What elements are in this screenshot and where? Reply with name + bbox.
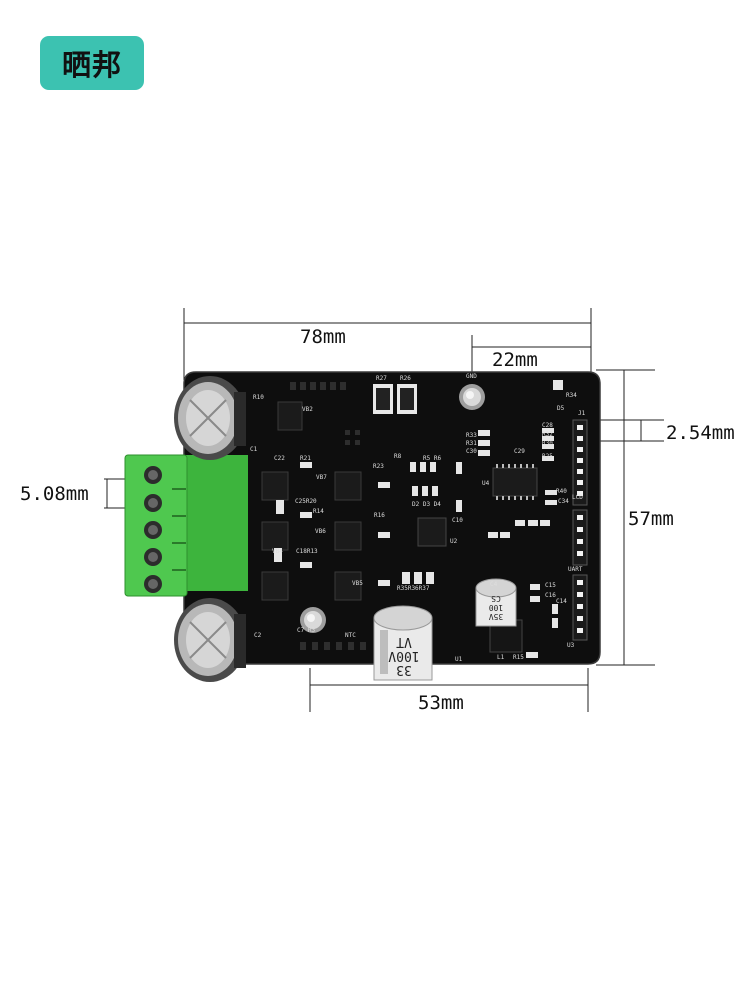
silk-r31: R31	[466, 440, 477, 447]
silk-d2d3d4: D2 D3 D4	[412, 501, 441, 508]
smd-components	[274, 380, 563, 658]
dim-terminal-pitch: 5.08mm	[20, 483, 89, 505]
silk-c15: C15	[545, 582, 556, 589]
silk-c7r3: C7 R3	[297, 627, 316, 634]
silk-c29: C29	[514, 448, 525, 455]
silk-r35r36r37: R35R36R37	[397, 585, 430, 592]
silk-r16: R16	[374, 512, 385, 519]
dim-height: 57mm	[628, 508, 674, 530]
silk-j1: J1	[578, 410, 586, 417]
silk-u4: U4	[482, 480, 490, 487]
capacitor-main-line-3: VT	[396, 634, 412, 649]
silk-d5: D5	[557, 405, 565, 412]
brand-label: 晒邦	[61, 48, 122, 82]
silk-c2: C2	[254, 632, 262, 639]
silk-c14: C14	[556, 598, 567, 605]
silk-vb7: VB7	[316, 474, 327, 481]
silk-r30: R30	[542, 440, 553, 447]
dim-connector-offset: 22mm	[492, 349, 538, 371]
silk-c34: C34	[558, 498, 569, 505]
silk-c25r20: C25R20	[295, 498, 317, 505]
capacitor-main-line-1: 33	[396, 662, 412, 677]
silk-vb2: VB2	[302, 406, 313, 413]
capacitor-bottom-left	[174, 598, 246, 682]
capacitor-main	[373, 605, 433, 681]
silk-u2: U2	[450, 538, 458, 545]
silk-r26: R26	[400, 375, 411, 382]
silk-r10: R10	[253, 394, 264, 401]
silk-r33: R33	[466, 432, 477, 439]
silk-l1: L1	[497, 654, 505, 661]
silk-c1: C1	[250, 446, 258, 453]
silk-r34: R34	[566, 392, 577, 399]
silk-c28: C28	[542, 422, 553, 429]
capacitor-small	[475, 578, 517, 627]
silk-vb6: VB6	[315, 528, 326, 535]
silk-c10: C10	[452, 517, 463, 524]
mounting-hole-bottom	[300, 607, 326, 633]
capacitor-main-line-2: 100V	[388, 648, 420, 663]
silk-c22: C22	[274, 455, 285, 462]
silk-r40: R40	[556, 488, 567, 495]
pin-header-j1	[572, 419, 588, 641]
silk-lcd: LCD	[572, 494, 583, 501]
silk-r8: R8	[394, 453, 402, 460]
silk-c4: C4	[490, 581, 498, 588]
capacitor-small-label: 35V 100 CS	[484, 594, 508, 621]
silk-u1: U1	[455, 656, 463, 663]
ic-u2	[417, 517, 447, 547]
silk-gnd: GND	[466, 373, 477, 380]
silk-r5r6: R5 R6	[423, 455, 442, 462]
capacitor-small-line-3: CS	[491, 594, 501, 603]
silk-u3: U3	[567, 642, 575, 649]
silk-uart: UART	[568, 566, 583, 573]
dim-width-total: 78mm	[300, 326, 346, 348]
silk-r15: R15	[513, 654, 524, 661]
pcb-pads	[290, 382, 366, 650]
capacitor-small-line-1: 35V	[488, 612, 504, 621]
silk-r14: R14	[313, 508, 324, 515]
silk-r25: R25	[542, 453, 553, 460]
dim-mount-span: 53mm	[418, 692, 464, 714]
silk-r21: R21	[300, 455, 311, 462]
silk-c30: C30	[466, 448, 477, 455]
brand-badge: 晒邦	[40, 36, 144, 90]
silk-vb5: VB5	[352, 580, 363, 587]
terminal-block	[124, 454, 248, 597]
silk-r23: R23	[373, 463, 384, 470]
mounting-hole-top	[459, 384, 485, 410]
mosfet-chips	[261, 401, 362, 601]
silk-ntc: NTC	[345, 632, 356, 639]
silk-c16: C16	[545, 592, 556, 599]
silk-r27: R27	[376, 375, 387, 382]
dim-pin-pitch: 2.54mm	[666, 422, 735, 444]
silk-c18r13: C18R13	[296, 548, 318, 555]
capacitor-small-line-2: 100	[488, 603, 504, 612]
silk-vb4: VB4	[272, 548, 283, 555]
capacitor-top-left	[174, 376, 246, 460]
silk-r32: R32	[542, 431, 553, 438]
ic-u4	[492, 464, 538, 500]
resistor-blocks-r27-r26	[373, 384, 417, 414]
capacitor-main-label: 33 100V VT	[388, 634, 420, 677]
